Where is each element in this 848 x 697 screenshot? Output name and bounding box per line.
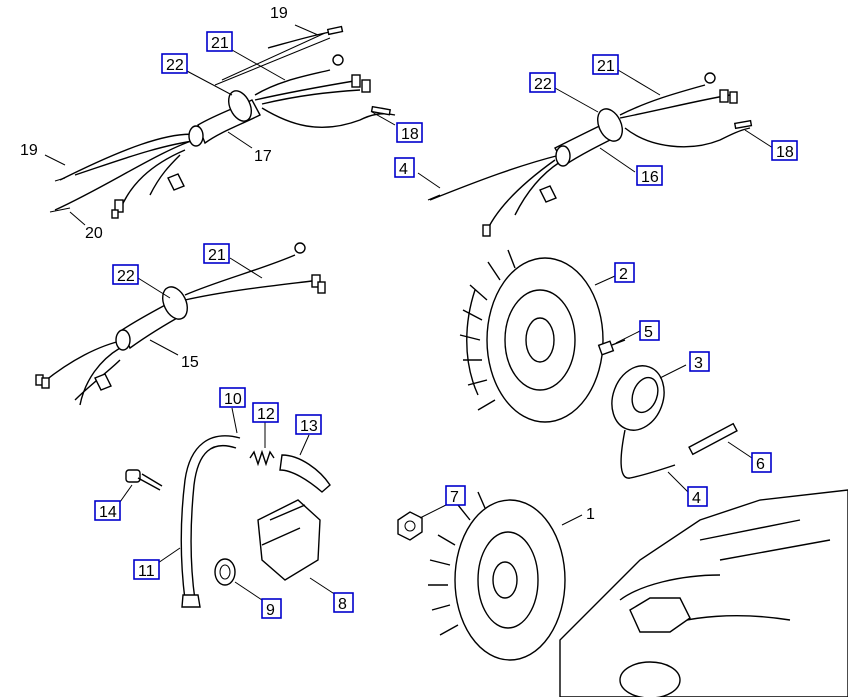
callout-text: 22 <box>166 57 184 74</box>
callout-text: 4 <box>399 161 408 178</box>
callout-6: 6 <box>751 452 772 473</box>
callout-18-top-right: 18 <box>771 140 798 161</box>
callout-text: 18 <box>776 144 794 161</box>
wiring-harness-15 <box>35 242 326 406</box>
ignition-module-3 <box>611 365 676 479</box>
callout-21-top-left: 21 <box>206 31 233 52</box>
nut-7 <box>397 511 423 541</box>
callout-18-top-left: 18 <box>396 122 423 143</box>
callout-text: 7 <box>450 489 459 506</box>
callout-text: 14 <box>99 504 117 521</box>
callout-text: 11 <box>138 563 155 580</box>
callout-19-top: 19 <box>270 5 288 22</box>
pin-6 <box>688 422 738 456</box>
callout-text: 17 <box>254 148 272 165</box>
callout-text: 16 <box>641 169 659 186</box>
ignition-lead-11 <box>180 435 241 608</box>
callout-10: 10 <box>219 387 246 408</box>
callout-text: 21 <box>208 247 226 264</box>
flywheel-1 <box>428 491 566 661</box>
callout-text: 18 <box>401 126 419 143</box>
callout-14: 14 <box>94 500 121 521</box>
callout-text: 22 <box>117 268 135 285</box>
callout-text: 12 <box>257 406 275 423</box>
callout-5: 5 <box>639 320 660 341</box>
callout-text: 21 <box>211 35 229 52</box>
callout-text: 20 <box>85 225 103 242</box>
grommet-9 <box>214 558 236 586</box>
callout-22-top-left: 22 <box>161 53 188 74</box>
callout-text: 13 <box>300 418 318 435</box>
callout-12: 12 <box>252 402 279 423</box>
callout-4-bottom: 4 <box>687 486 708 507</box>
callout-text: 9 <box>266 602 275 619</box>
spring-12 <box>249 449 275 467</box>
leader-lines <box>44 24 774 601</box>
callout-2: 2 <box>614 262 635 283</box>
callout-19-left: 19 <box>20 142 38 159</box>
callout-text: 1 <box>586 506 595 523</box>
callout-15: 15 <box>181 354 199 371</box>
callout-text: 6 <box>756 456 765 473</box>
callout-text: 15 <box>181 354 199 371</box>
screw-5 <box>597 339 626 356</box>
callout-text: 19 <box>270 5 288 22</box>
callout-labels: 19 21 22 18 17 19 20 21 22 4 18 16 21 22… <box>20 5 798 619</box>
engine-block <box>559 489 848 697</box>
callout-22-top-right: 22 <box>529 72 556 93</box>
callout-text: 3 <box>694 355 703 372</box>
ignition-module-8 <box>257 499 321 581</box>
callout-4-top: 4 <box>394 157 415 178</box>
callout-7: 7 <box>445 485 466 506</box>
callout-text: 5 <box>644 324 653 341</box>
callout-9: 9 <box>261 598 282 619</box>
callout-11: 11 <box>133 559 160 580</box>
wiring-harness-17 <box>49 25 396 219</box>
callout-1: 1 <box>586 506 595 523</box>
callout-text: 8 <box>338 596 347 613</box>
callout-text: 2 <box>619 266 628 283</box>
callout-22-middle: 22 <box>112 264 139 285</box>
callout-21-middle: 21 <box>203 243 230 264</box>
callout-text: 19 <box>20 142 38 159</box>
screw-14 <box>125 469 163 491</box>
callout-text: 10 <box>224 391 242 408</box>
callout-8: 8 <box>333 592 354 613</box>
spark-plug-boot-13 <box>279 454 331 493</box>
callout-text: 22 <box>534 76 552 93</box>
callout-text: 21 <box>597 58 615 75</box>
callout-17: 17 <box>254 148 272 165</box>
callout-20: 20 <box>85 225 103 242</box>
flywheel-2 <box>459 249 604 423</box>
callout-text: 4 <box>692 490 701 507</box>
callout-16: 16 <box>636 165 663 186</box>
callout-21-top-right: 21 <box>592 54 619 75</box>
callout-3: 3 <box>689 351 710 372</box>
callout-13: 13 <box>295 414 322 435</box>
wiring-harness-16 <box>427 72 753 237</box>
